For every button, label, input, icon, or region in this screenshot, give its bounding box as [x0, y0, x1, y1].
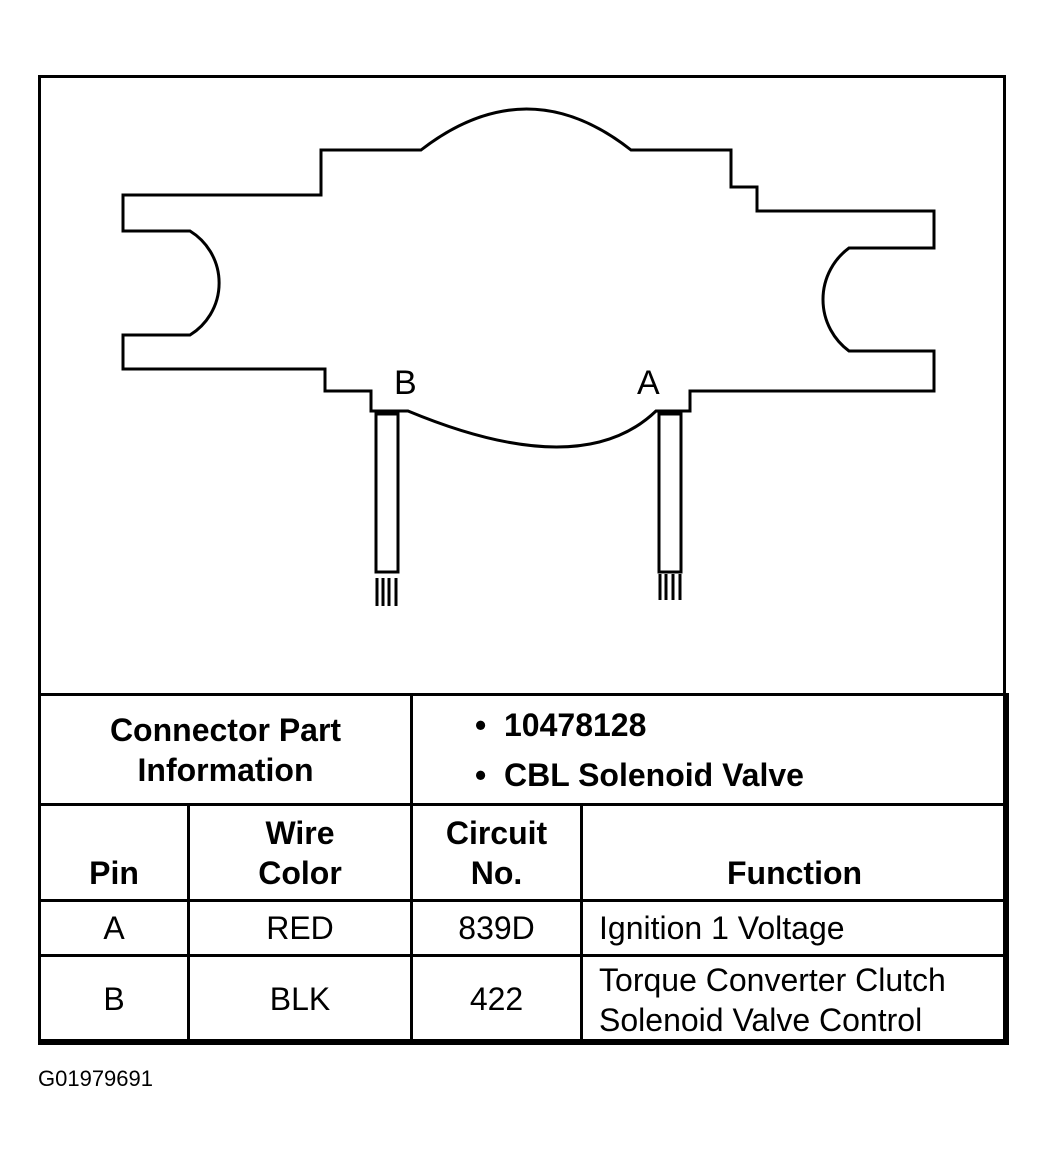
wire-b-strands-icon	[375, 578, 398, 606]
connector-diagram: B A	[121, 107, 936, 606]
row-a-wire-color: RED	[186, 899, 414, 957]
row-b-wire-color: BLK	[186, 954, 414, 1045]
connector-part-number: 10478128	[504, 706, 647, 743]
connector-info-values: • 10478128 • CBL Solenoid Valve	[410, 693, 1010, 806]
row-a-circuit: 839D	[410, 899, 584, 957]
header-function: Function	[580, 803, 1010, 902]
connector-info-row: Connector Part Information • 10478128 • …	[37, 693, 1010, 806]
row-b-circuit: 422	[410, 954, 584, 1045]
connector-info-label: Connector Part Information	[37, 693, 414, 806]
connector-description: CBL Solenoid Valve	[504, 756, 804, 793]
connector-info-label-line2: Information	[137, 751, 314, 788]
wire-a	[657, 412, 683, 574]
row-b-pin: B	[38, 954, 190, 1045]
header-circuit-no: Circuit No.	[410, 803, 584, 902]
figure-id: G01979691	[38, 1066, 153, 1091]
connector-info-label-line1: Connector Part	[109, 711, 342, 748]
wire-b	[374, 412, 400, 574]
table-header-row: Pin Wire Color Circuit No. Function	[38, 803, 1010, 902]
connector-table: Connector Part Information • 10478128 • …	[37, 693, 1010, 1045]
table-row: B BLK 422 Torque Converter Clutch Soleno…	[38, 954, 1010, 1045]
connector-body-outline	[121, 107, 936, 449]
row-b-function: Torque Converter Clutch Solenoid Valve C…	[580, 954, 1010, 1045]
row-a-function: Ignition 1 Voltage	[580, 899, 1010, 957]
connector-info-item: • 10478128	[475, 706, 647, 743]
header-pin: Pin	[38, 803, 190, 902]
pin-b-label: B	[394, 364, 417, 402]
row-a-pin: A	[38, 899, 190, 957]
pin-a-label: A	[637, 364, 660, 402]
header-wire-color: Wire Color	[186, 803, 414, 902]
wire-a-strands-icon	[658, 574, 682, 600]
table-row: A RED 839D Ignition 1 Voltage	[38, 899, 1010, 957]
connector-info-item: • CBL Solenoid Valve	[475, 756, 804, 793]
